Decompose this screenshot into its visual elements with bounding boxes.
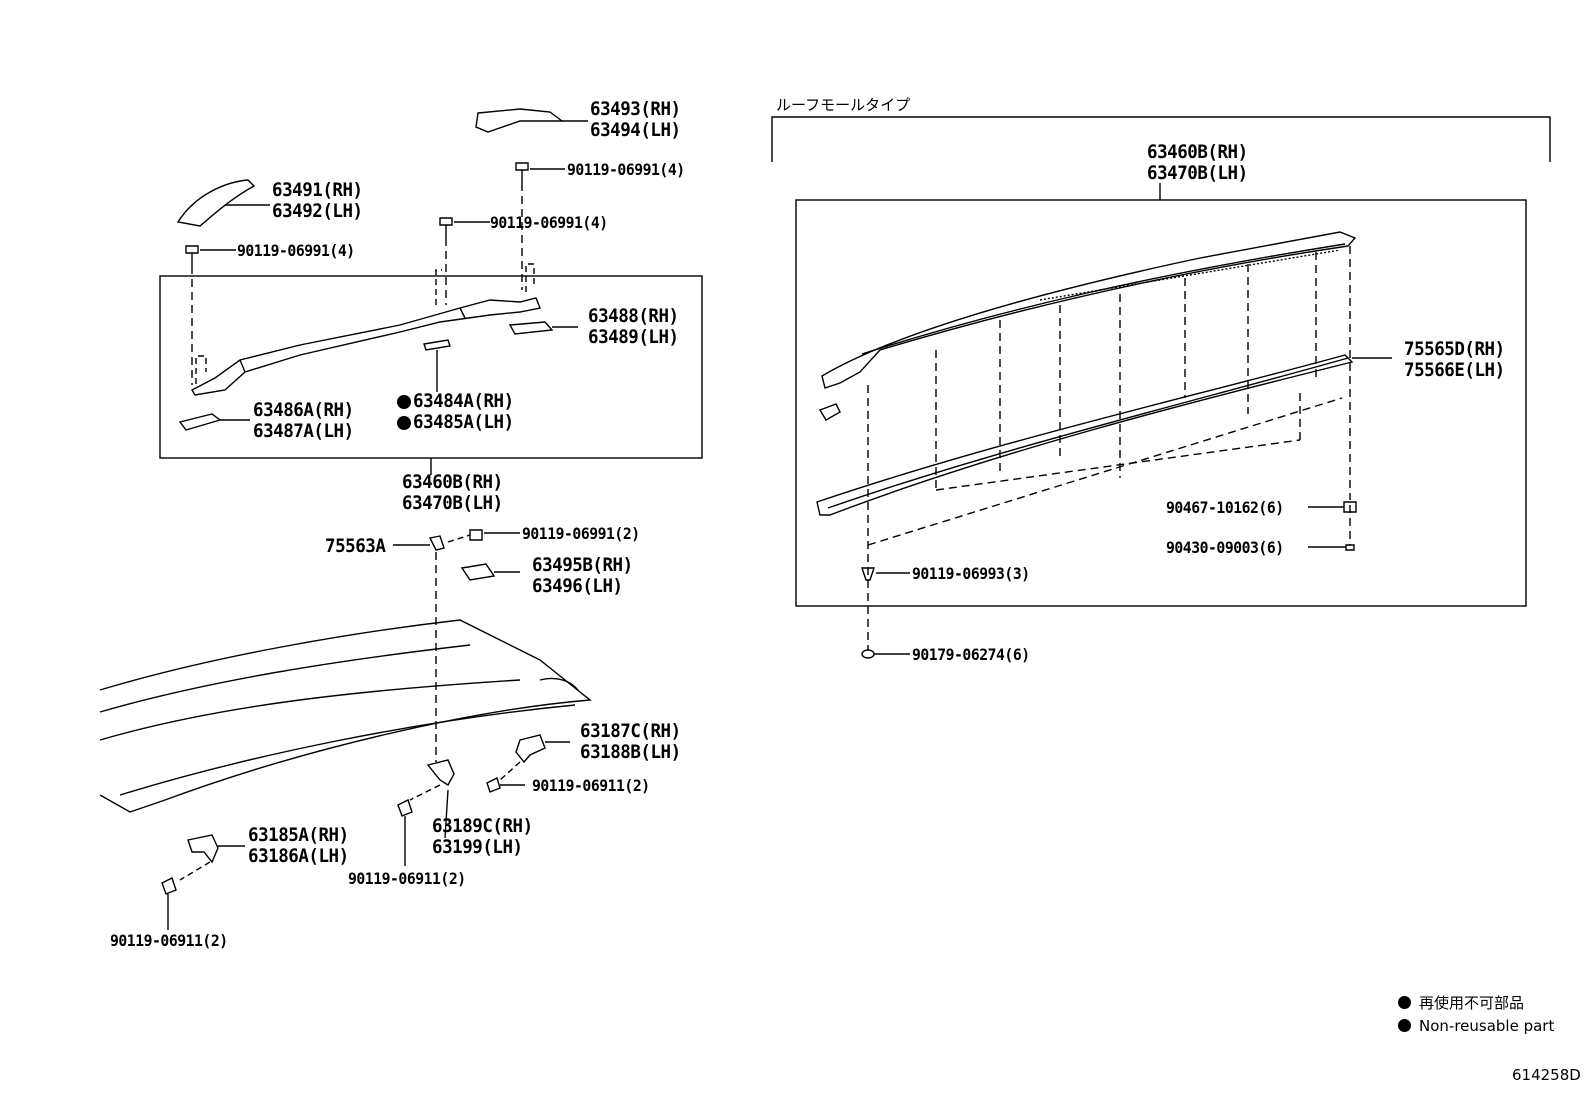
roof-rail-left (191, 297, 541, 396)
bolt-icon-b (439, 217, 490, 238)
nut-90467 (1343, 501, 1357, 513)
non-reusable-dot-2 (397, 416, 411, 430)
dashed-guides (867, 246, 1351, 650)
label-63188b: 63188B(LH) (580, 741, 681, 763)
bolt-75563 (469, 529, 483, 541)
legend-dot-icon (1398, 1019, 1411, 1032)
bolt-63187 (486, 777, 501, 793)
label-63460b-right: 63460B(RH) (1147, 141, 1248, 163)
label-63484a: 63484A(RH) (413, 390, 514, 412)
label-bolt-top-a: 90119-06991(4) (567, 160, 685, 179)
non-reusable-dot-1 (397, 395, 411, 409)
label-63187c: 63187C(RH) (580, 720, 681, 742)
label-75566e: 75566E(LH) (1404, 359, 1505, 381)
cover-63493 (475, 108, 565, 133)
label-63486a: 63486A(RH) (253, 399, 354, 421)
label-63485a: 63485A(LH) (413, 411, 514, 433)
bolt-63185 (161, 877, 177, 895)
bracket-63187c (515, 734, 546, 764)
legend-text-en: Non-reusable part (1419, 1017, 1555, 1035)
reference-code: 614258D (1512, 1066, 1581, 1084)
label-63493: 63493(RH) (590, 98, 681, 120)
pad-63488 (508, 321, 554, 335)
roof-rail-right (821, 231, 1357, 389)
label-63460b-left: 63460B(RH) (402, 471, 503, 493)
label-90179: 90179-06274(6) (912, 645, 1030, 664)
label-63199: 63199(LH) (432, 836, 523, 858)
label-63495b: 63495B(RH) (532, 554, 633, 576)
label-63186a: 63186A(LH) (248, 845, 349, 867)
label-63189c: 63189C(RH) (432, 815, 533, 837)
label-63489: 63489(LH) (588, 326, 679, 348)
label-90119-06993: 90119-06993(3) (912, 564, 1030, 583)
legend-non-reusable-en: Non-reusable part (1398, 1017, 1554, 1035)
bracket-63189c (426, 759, 455, 786)
grommet-90179 (861, 649, 875, 659)
legend-text-jp: 再使用不可部品 (1419, 994, 1525, 1012)
legend-non-reusable-jp: 再使用不可部品 (1398, 992, 1524, 1013)
clip-right (818, 403, 841, 421)
molding-75565d (816, 354, 1354, 516)
label-63496: 63496(LH) (532, 575, 623, 597)
clip-63484a (423, 339, 451, 351)
label-bolt-63187: 90119-06911(2) (532, 776, 650, 795)
label-bolt-63189: 90119-06911(2) (348, 869, 466, 888)
label-63488: 63488(RH) (588, 305, 679, 327)
clip-90119-06993 (861, 567, 875, 581)
label-63494: 63494(LH) (590, 119, 681, 141)
label-75565d: 75565D(RH) (1404, 338, 1505, 360)
label-bolt-63185: 90119-06911(2) (110, 931, 228, 950)
label-90467: 90467-10162(6) (1166, 498, 1284, 517)
washer-90430 (1345, 544, 1355, 551)
bolt-icon-a (515, 162, 565, 183)
label-63470b-left: 63470B(LH) (402, 492, 503, 514)
label-90430: 90430-09003(6) (1166, 538, 1284, 557)
label-63487a: 63487A(LH) (253, 420, 354, 442)
label-bolt-top-b: 90119-06991(4) (490, 213, 608, 232)
label-75563a: 75563A (325, 535, 386, 557)
bracket-63185a (187, 834, 219, 864)
label-bolt-75563: 90119-06991(2) (522, 524, 640, 543)
label-63470b-right: 63470B(LH) (1147, 162, 1248, 184)
assembly-box-right (795, 199, 1527, 607)
label-63185a: 63185A(RH) (248, 824, 349, 846)
label-bolt-top-c: 90119-06991(4) (237, 241, 355, 260)
pad-63486a (178, 413, 222, 431)
legend-dot-icon (1398, 996, 1411, 1009)
roof-panel (99, 619, 592, 813)
variant-label: ルーフモールタイプ (776, 96, 911, 114)
label-63491: 63491(RH) (272, 179, 363, 201)
label-63492: 63492(LH) (272, 200, 363, 222)
bolt-icon-c (185, 245, 236, 266)
cover-63491 (176, 179, 256, 227)
variant-bracket (771, 116, 1551, 162)
bolt-63189 (397, 799, 413, 817)
cover-63495b (460, 563, 496, 581)
clip-75563a (428, 535, 445, 551)
